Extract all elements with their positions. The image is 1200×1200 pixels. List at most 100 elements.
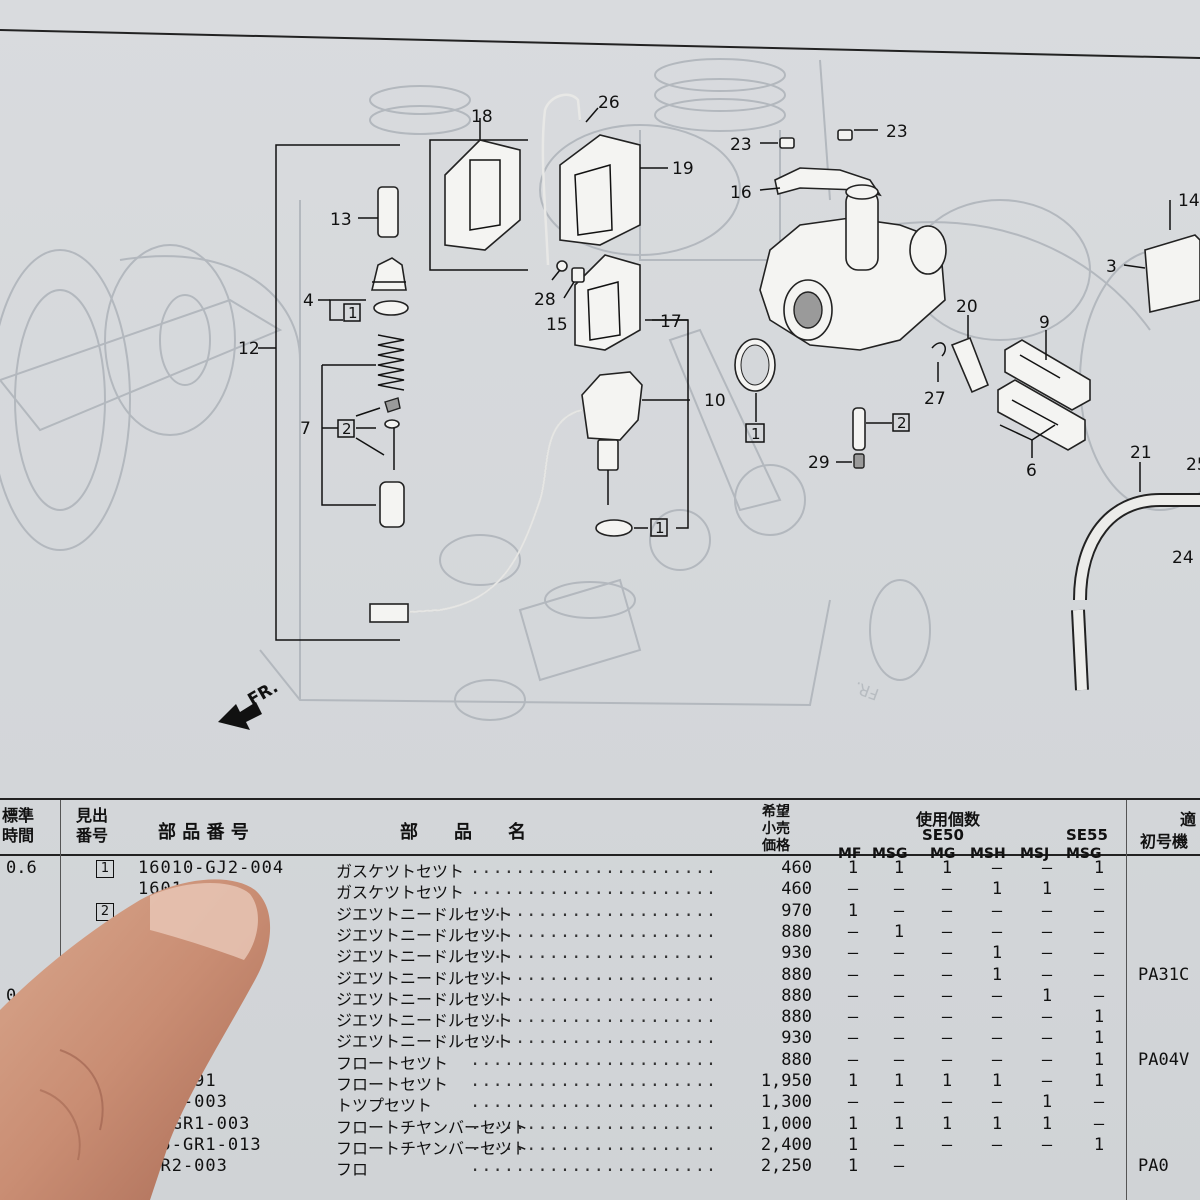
callout-29: 29 <box>808 453 830 473</box>
quantity-cell: 1 <box>1093 1071 1105 1091</box>
callout-16: 16 <box>730 183 752 203</box>
quantity-cell: 1 <box>893 858 905 878</box>
price-cell: 930 <box>781 943 812 964</box>
boxed-callouts: 1 1 2 2 1 2 <box>337 303 910 537</box>
part-name-cell: ジエツトニードルセツト <box>336 947 513 967</box>
quantity-cell: – <box>893 879 905 900</box>
quantity-cell: – <box>1093 985 1105 1006</box>
part-o-ring <box>734 338 776 422</box>
part-7-needle-assembly <box>321 334 405 528</box>
quantity-cell: – <box>941 1092 953 1113</box>
quantity-cell: 1 <box>991 943 1003 964</box>
col-divider <box>1126 800 1127 1200</box>
callout-13: 13 <box>330 210 352 230</box>
quantity-cell: – <box>991 921 1003 942</box>
leader-dots: ........................................… <box>470 1007 720 1028</box>
callout-23-left: 23 <box>730 135 752 155</box>
part-number-cell: 16010-GJ2-004 <box>138 858 285 878</box>
leader-dots: ........................................… <box>470 900 720 921</box>
leader-dots: ........................................… <box>470 1092 720 1113</box>
quantity-cell: – <box>1093 1092 1105 1113</box>
part-name-cell: ジエツトニードルセツト <box>336 925 513 945</box>
header-applicable: 適 <box>1180 810 1197 829</box>
part-name-cell: フロートセツト <box>336 1075 449 1094</box>
callout-6: 6 <box>1026 461 1037 481</box>
quantity-cell: – <box>991 858 1003 878</box>
leader-dots: ........................................… <box>470 1113 720 1134</box>
header-usage: 使用個数 <box>916 810 981 829</box>
quantity-cell: – <box>991 1028 1003 1049</box>
quantity-cell: – <box>893 1092 905 1113</box>
part-21-tube <box>1071 462 1200 691</box>
quantity-cell: – <box>1041 1134 1053 1155</box>
quantity-cell: – <box>893 1007 905 1028</box>
boxed-callout-2-a: 2 <box>342 420 352 438</box>
quantity-cell: – <box>1041 1071 1053 1091</box>
quantity-cell: 1 <box>941 1113 953 1134</box>
quantity-cell: – <box>1093 900 1105 921</box>
quantity-cell: 1 <box>893 921 905 942</box>
quantity-cell: 1 <box>893 1071 905 1091</box>
finger-overlay <box>0 879 271 1200</box>
quantity-cell: – <box>1041 900 1053 921</box>
callout-21: 21 <box>1130 443 1152 463</box>
quantity-cell: – <box>941 1049 953 1070</box>
quantity-cell: – <box>1041 1007 1053 1028</box>
quantity-cell: – <box>991 1007 1003 1028</box>
std-time-cell: 0.6 <box>6 858 37 878</box>
quantity-cell: – <box>941 921 953 942</box>
quantity-cell: – <box>1041 921 1053 942</box>
quantity-cell: – <box>847 964 859 985</box>
applicable-note-cell: PA0 <box>1138 1156 1169 1177</box>
leader-dots: ........................................… <box>470 1071 720 1091</box>
header-model-msh: MSH <box>970 846 1006 862</box>
price-cell: 880 <box>781 921 812 942</box>
callout-25: 25 <box>1186 455 1200 475</box>
quantity-cell: – <box>893 985 905 1006</box>
leader-dots: ........................................… <box>470 1156 720 1177</box>
carburetor-exploded-diagram: FR. <box>0 29 1200 730</box>
callout-28: 28 <box>534 290 556 310</box>
quantity-cell: – <box>941 943 953 964</box>
quantity-cell: 1 <box>991 1071 1003 1091</box>
part-name-cell: ジエツトニードルセツト <box>336 1011 513 1031</box>
part-name-cell: フロートチヤンバーセツト <box>336 1117 529 1137</box>
front-marker-label: FR. <box>245 677 282 710</box>
quantity-cell: 1 <box>1041 879 1053 900</box>
callout-4: 4 <box>303 291 314 311</box>
part-name-cell: ジエツトニードルセツト <box>336 989 513 1009</box>
quantity-cell: – <box>941 1028 953 1049</box>
table-header-rule <box>0 854 1200 856</box>
header-model-msg-se55: MSG <box>1066 846 1102 862</box>
callout-24: 24 <box>1172 548 1194 568</box>
quantity-cell: – <box>893 943 905 964</box>
quantity-cell: – <box>1093 964 1105 985</box>
quantity-cell: 1 <box>1093 1028 1105 1049</box>
callout-10: 10 <box>704 391 726 411</box>
quantity-cell: 1 <box>991 879 1003 900</box>
quantity-cell: – <box>1041 943 1053 964</box>
header-ref-no: 見出 番号 <box>76 806 109 845</box>
quantity-cell: – <box>847 1049 859 1070</box>
boxed-callout-1-a: 1 <box>348 304 358 322</box>
quantity-cell: 1 <box>1093 858 1105 878</box>
quantity-cell: – <box>893 964 905 985</box>
price-cell: 460 <box>781 879 812 900</box>
boxed-callout-2-b: 2 <box>897 414 907 432</box>
price-cell: 930 <box>781 1028 812 1049</box>
quantity-cell: – <box>991 1049 1003 1070</box>
quantity-cell: 1 <box>991 964 1003 985</box>
header-model-msg: MSG <box>872 846 908 862</box>
quantity-cell: – <box>893 1049 905 1070</box>
quantity-cell: – <box>847 943 859 964</box>
quantity-cell: – <box>847 1007 859 1028</box>
quantity-cell: – <box>847 985 859 1006</box>
price-cell: 1,000 <box>760 1113 812 1134</box>
leader-dots: ........................................… <box>470 1134 720 1155</box>
callout-14: 14 <box>1178 191 1200 211</box>
header-part-name: 部 品 名 <box>400 822 526 843</box>
quantity-cell: – <box>893 1134 905 1155</box>
boxed-callout-1-c: 1 <box>655 519 665 537</box>
quantity-cell: – <box>1041 1028 1053 1049</box>
